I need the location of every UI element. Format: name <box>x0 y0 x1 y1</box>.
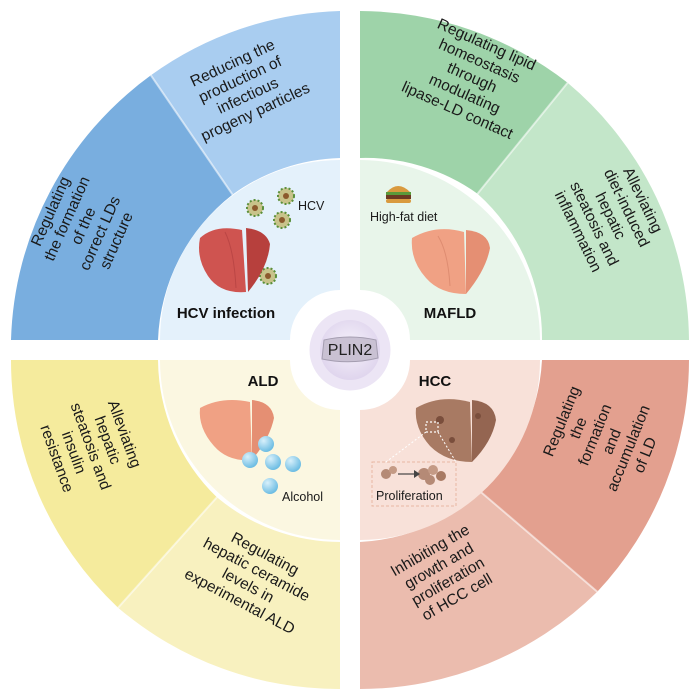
cell-cluster-icon <box>381 465 446 485</box>
hcc-proliferation-label: Proliferation <box>376 489 443 503</box>
hcv-virus-label: HCV <box>298 199 325 213</box>
plin2-badge <box>321 336 379 363</box>
hcc-zoom-line <box>385 431 427 463</box>
ald-liver-icon <box>199 400 274 461</box>
mafld-title: MAFLD <box>424 305 477 322</box>
virus-icon <box>273 211 291 229</box>
virus-icon <box>277 187 295 205</box>
hcv-outer-segment-1 <box>150 11 340 195</box>
alcohol-droplets-icon <box>242 436 301 494</box>
virus-icon <box>246 199 264 217</box>
ald-title: ALD <box>248 373 279 390</box>
mafld-diet-label: High-fat diet <box>370 210 438 224</box>
hcv-liver-icon <box>199 228 270 293</box>
hcc-proliferation-box <box>371 461 457 507</box>
hcc-title: HCC <box>419 373 452 390</box>
mafld-liver-icon <box>411 229 490 294</box>
hcc-outer-segment-1 <box>480 360 689 592</box>
virus-icon <box>259 267 277 285</box>
hcv-virus-icons <box>246 187 295 285</box>
hcc-zoom-box <box>425 421 439 433</box>
hcv-outer-segment-2 <box>11 75 233 341</box>
ald-alcohol-label: Alcohol <box>282 490 323 504</box>
burger-icon <box>386 186 411 203</box>
hcc-liver-icon <box>415 399 496 462</box>
segment-separators <box>117 74 598 609</box>
mafld-outer-segment-2 <box>477 82 689 341</box>
arrow-head-icon <box>414 470 420 478</box>
mafld-outer-segment-1 <box>360 11 568 194</box>
center-label: PLIN2 <box>328 342 373 359</box>
hcc-zoom-line <box>437 431 457 463</box>
ald-outer-segment-2 <box>118 497 340 690</box>
hcv-title: HCV infection <box>177 305 275 322</box>
outer-text-line: the <box>567 415 591 441</box>
ald-outer-segment-1 <box>10 360 217 608</box>
